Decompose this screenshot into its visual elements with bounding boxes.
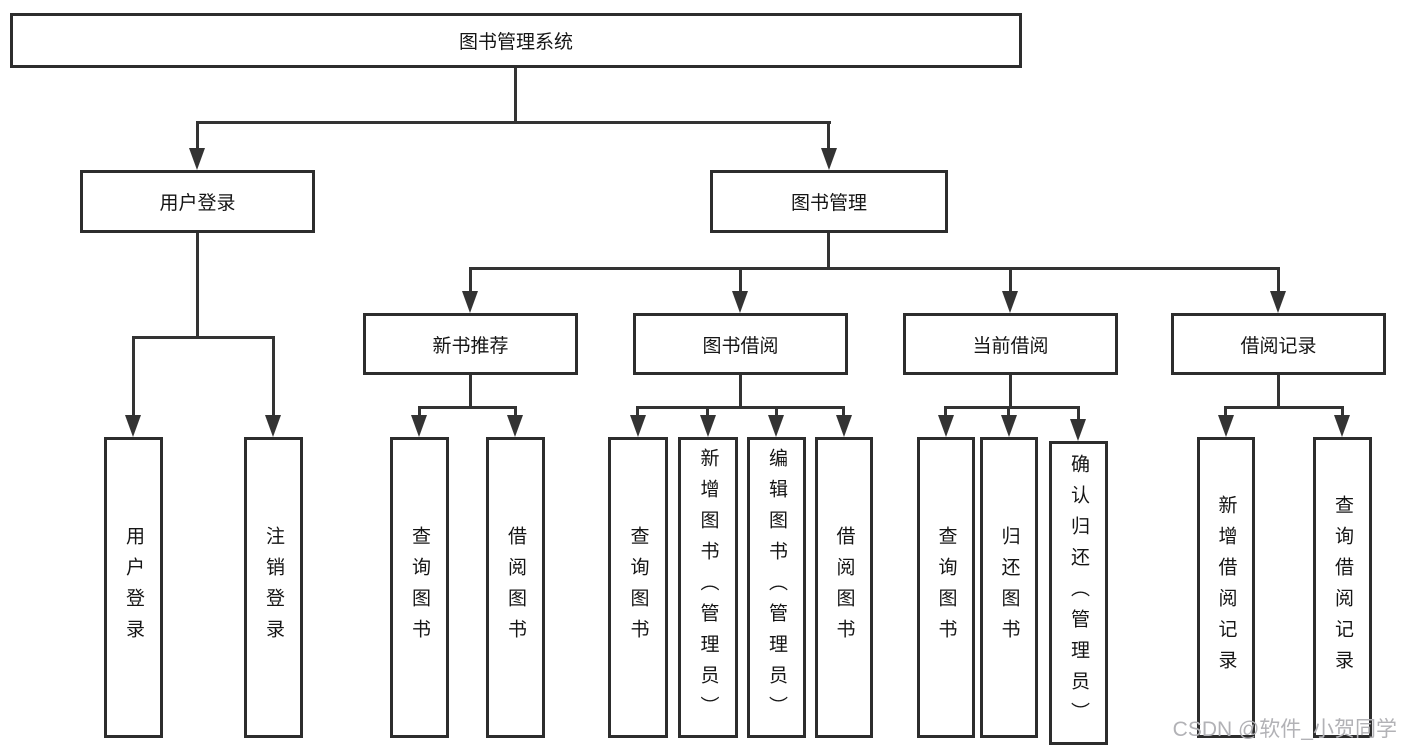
watermark-text: CSDN @软件_小贺同学 — [1172, 718, 1397, 741]
arrow-down-icon — [938, 415, 954, 437]
node-logout-action: 注销登录 — [244, 437, 303, 738]
arrow-down-icon — [768, 415, 784, 437]
connector-line — [944, 406, 1080, 409]
node-borrow-books-action: 借阅图书 — [815, 437, 873, 738]
connector-line — [1277, 375, 1280, 409]
arrow-down-icon — [836, 415, 852, 437]
connector-line — [636, 407, 639, 419]
arrow-down-icon — [732, 291, 748, 313]
arrow-down-icon — [700, 415, 716, 437]
connector-line — [1009, 268, 1012, 296]
connector-line-root-horizontal — [196, 121, 831, 124]
node-current-borrowing: 当前借阅 — [903, 313, 1118, 375]
arrow-down-icon — [1002, 291, 1018, 313]
arrow-down-icon — [462, 291, 478, 313]
arrow-down-icon — [1001, 415, 1017, 437]
connector-line — [944, 407, 947, 419]
connector-line-book-mgmt-horizontal — [469, 267, 1280, 270]
connector-line — [469, 375, 472, 409]
arrow-down-icon — [630, 415, 646, 437]
node-book-management: 图书管理 — [710, 170, 948, 233]
arrow-down-icon — [125, 415, 141, 437]
node-borrowing-records: 借阅记录 — [1171, 313, 1386, 375]
connector-line-user-login-horizontal — [132, 336, 275, 339]
arrow-down-icon — [265, 415, 281, 437]
node-new-book-recommendation: 新书推荐 — [363, 313, 578, 375]
arrow-down-icon — [1270, 291, 1286, 313]
connector-line — [418, 406, 517, 409]
connector-line — [1224, 407, 1227, 419]
node-add-book-admin: 新增图书（管理员） — [678, 437, 738, 738]
connector-line — [1007, 407, 1010, 419]
connector-line-book-mgmt-vertical — [827, 233, 830, 270]
connector-line — [132, 337, 135, 419]
connector-line — [775, 407, 778, 419]
connector-line — [739, 268, 742, 296]
arrow-down-icon — [1334, 415, 1350, 437]
arrow-down-icon — [189, 148, 205, 170]
node-book-borrowing: 图书借阅 — [633, 313, 848, 375]
connector-line — [1277, 268, 1280, 296]
connector-line — [827, 122, 830, 152]
connector-line — [706, 407, 709, 419]
node-user-login: 用户登录 — [80, 170, 315, 233]
node-query-books-borrowing: 查询图书 — [608, 437, 668, 738]
node-library-management-system: 图书管理系统 — [10, 13, 1022, 68]
arrow-down-icon — [1070, 419, 1086, 441]
arrow-down-icon — [1218, 415, 1234, 437]
connector-line — [196, 122, 199, 152]
node-borrow-books-recommend: 借阅图书 — [486, 437, 545, 738]
node-confirm-return-admin: 确认归还（管理员） — [1049, 441, 1108, 745]
arrow-down-icon — [507, 415, 523, 437]
connector-line — [739, 375, 742, 409]
connector-line — [1224, 406, 1344, 409]
connector-line — [418, 407, 421, 419]
node-return-books: 归还图书 — [980, 437, 1038, 738]
connector-line — [272, 337, 275, 419]
connector-line-user-login-vertical — [196, 233, 199, 339]
connector-line — [514, 407, 517, 419]
connector-line-root-vertical — [514, 68, 517, 124]
node-add-borrowing-record: 新增借阅记录 — [1197, 437, 1255, 738]
connector-line — [1341, 407, 1344, 419]
node-user-login-action: 用户登录 — [104, 437, 163, 738]
node-edit-book-admin: 编辑图书（管理员） — [747, 437, 806, 738]
connector-line — [842, 407, 845, 419]
connector-line — [636, 406, 845, 409]
connector-line — [1077, 407, 1080, 423]
arrow-down-icon — [411, 415, 427, 437]
connector-line — [469, 268, 472, 296]
node-query-books-recommend: 查询图书 — [390, 437, 449, 738]
arrow-down-icon — [821, 148, 837, 170]
connector-line — [1009, 375, 1012, 409]
node-query-books-current: 查询图书 — [917, 437, 975, 738]
node-query-borrowing-record: 查询借阅记录 — [1313, 437, 1372, 738]
